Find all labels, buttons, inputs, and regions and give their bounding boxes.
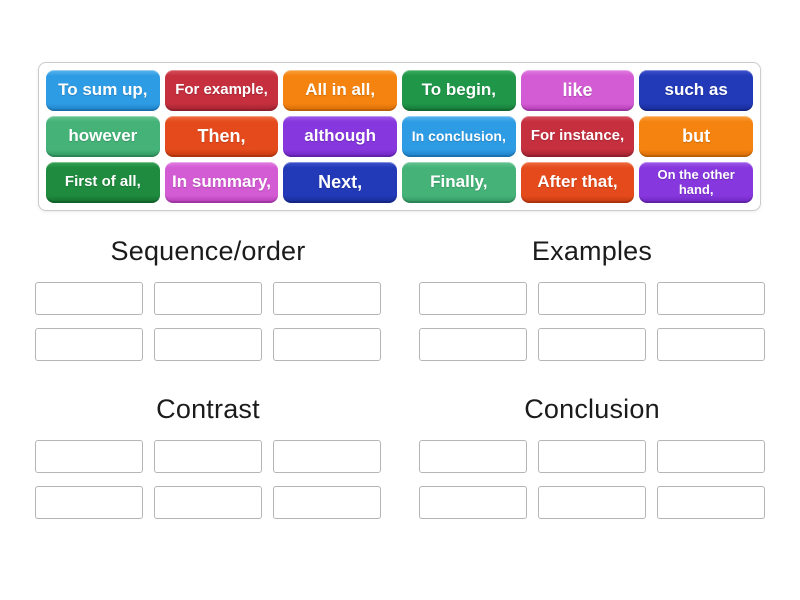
drop-slot[interactable] [657,282,765,315]
drop-slot[interactable] [538,486,646,519]
drop-slot[interactable] [419,328,527,361]
word-tile[interactable]: Then, [164,116,279,157]
drop-slot[interactable] [35,486,143,519]
drop-slot[interactable] [657,486,765,519]
group-sequence-order: Sequence/order [35,236,381,361]
drop-slot[interactable] [538,282,646,315]
drop-slot[interactable] [273,328,381,361]
drop-slot[interactable] [657,440,765,473]
word-tile[interactable]: like [520,70,635,111]
word-tile[interactable]: For example, [164,70,279,111]
word-tile-tray: To sum up,For example,All in all,To begi… [38,62,761,211]
group-title: Conclusion [524,394,660,424]
drop-slot[interactable] [273,282,381,315]
slot-grid [35,282,381,361]
word-tile[interactable]: In summary, [164,162,279,203]
drop-slot[interactable] [154,328,262,361]
drop-slot[interactable] [35,282,143,315]
word-tile[interactable]: All in all, [283,70,397,111]
drop-slot[interactable] [419,486,527,519]
word-tile[interactable]: After that, [520,162,635,203]
word-tile[interactable]: although [283,116,397,157]
drop-slot[interactable] [35,440,143,473]
slot-grid [35,440,381,519]
drop-slot[interactable] [273,440,381,473]
group-conclusion: Conclusion [419,394,765,519]
group-examples: Examples [419,236,765,361]
group-title: Contrast [156,394,260,424]
drop-slot[interactable] [419,440,527,473]
word-tile[interactable]: First of all, [46,162,160,203]
drop-slot[interactable] [154,440,262,473]
group-title: Sequence/order [110,236,306,266]
drop-slot[interactable] [419,282,527,315]
group-title: Examples [531,236,653,266]
drop-slot[interactable] [538,328,646,361]
word-tile[interactable]: Next, [283,162,397,203]
word-tile[interactable]: To sum up, [46,70,160,111]
word-tile[interactable]: such as [639,70,753,111]
word-tile[interactable]: On the other hand, [639,162,753,203]
drop-slot[interactable] [538,440,646,473]
word-tile[interactable]: but [639,116,753,157]
drop-slot[interactable] [154,486,262,519]
drop-slot[interactable] [35,328,143,361]
group-contrast: Contrast [35,394,381,519]
word-tile[interactable]: Finally, [401,162,516,203]
drop-slot[interactable] [154,282,262,315]
word-tile[interactable]: however [46,116,160,157]
word-tile[interactable]: For instance, [520,116,635,157]
drop-slot[interactable] [273,486,381,519]
word-tile[interactable]: In conclusion, [401,116,516,157]
word-tile[interactable]: To begin, [401,70,516,111]
slot-grid [419,282,765,361]
slot-grid [419,440,765,519]
drop-slot[interactable] [657,328,765,361]
